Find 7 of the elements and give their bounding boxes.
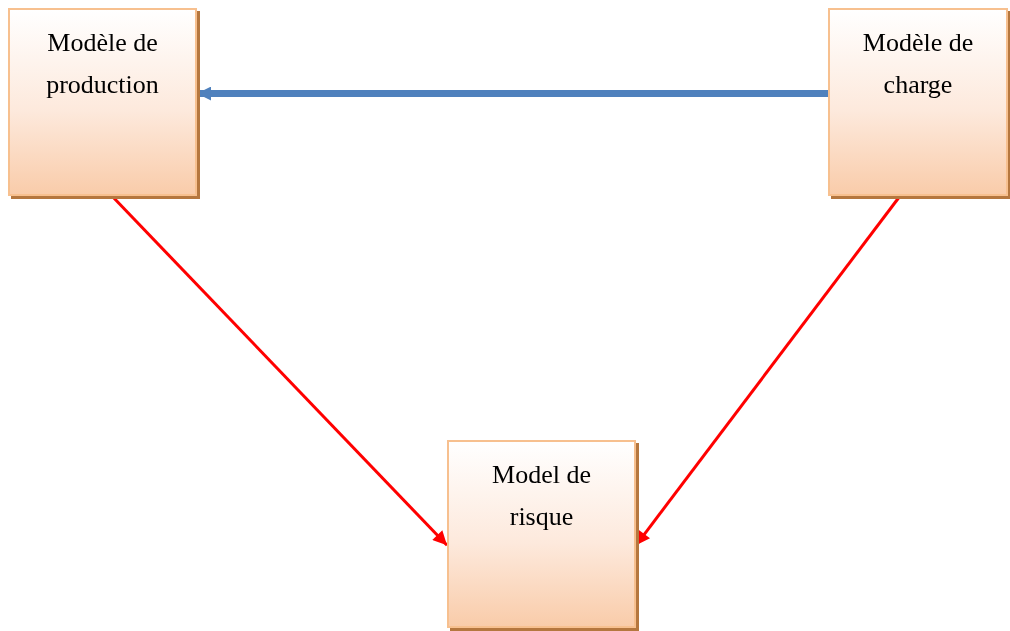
process-box: [447, 440, 636, 628]
box-label: Modèle de charge: [861, 27, 975, 101]
process-box: [828, 8, 1008, 196]
box-label: Model de risque: [491, 459, 592, 533]
process-box: [8, 8, 197, 196]
arrow: [197, 86, 828, 101]
box-label: Modèle de production: [45, 27, 160, 101]
